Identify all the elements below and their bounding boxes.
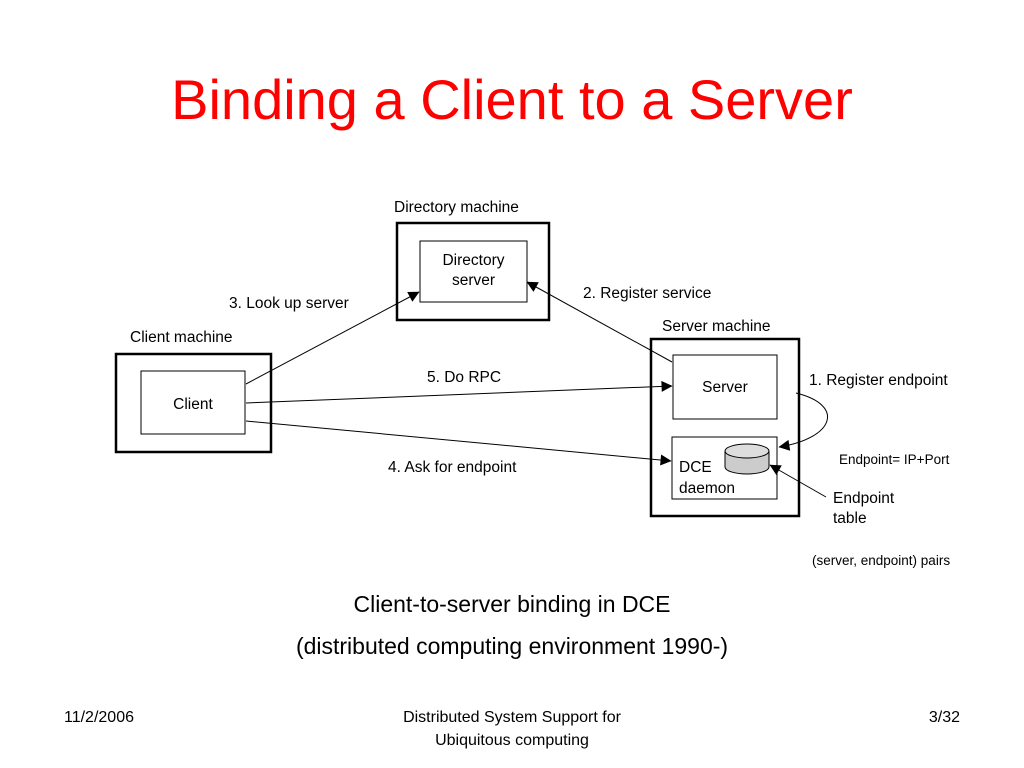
server-machine-label: Server machine	[662, 318, 771, 335]
caption-line1: Client-to-server binding in DCE	[353, 591, 671, 617]
pairs-note: (server, endpoint) pairs	[812, 553, 951, 568]
arrow-ask-for-endpoint	[245, 420, 672, 466]
arrow-register-service	[526, 281, 673, 363]
client-label: Client	[173, 396, 213, 413]
arrow-look-up-server	[245, 291, 420, 385]
step-register-service: 2. Register service	[583, 285, 712, 302]
step-ask-for-endpoint: 4. Ask for endpoint	[388, 459, 517, 476]
directory-server-box	[419, 240, 528, 303]
directory-server-label-line2: server	[451, 272, 496, 289]
server-label: Server	[702, 379, 748, 396]
directory-machine-label: Directory machine	[394, 199, 519, 216]
arrow-endpoint-table	[769, 464, 827, 498]
server-machine-frame	[649, 337, 801, 518]
slide-title: Binding a Client to a Server	[171, 68, 853, 131]
dce-label-line1: DCE	[679, 459, 712, 476]
client-machine-label: Client machine	[130, 329, 233, 346]
endpoint-table-label-line1: Endpoint	[833, 490, 895, 507]
endpoint-table-cylinder	[724, 443, 770, 475]
step-register-endpoint: 1. Register endpoint	[809, 372, 948, 389]
step-look-up-server: 3. Look up server	[229, 295, 349, 312]
client-machine-frame	[114, 352, 273, 454]
footer-date: 11/2/2006	[64, 709, 134, 726]
server-box	[672, 354, 778, 420]
directory-server-label-line1: Directory	[442, 252, 505, 269]
endpoint-note: Endpoint= IP+Port	[839, 452, 950, 467]
footer-course-line2: Ubiquitous computing	[435, 732, 589, 749]
caption-line2: (distributed computing environment 1990-…	[295, 633, 729, 659]
arrow-register-endpoint	[778, 392, 828, 451]
step-do-rpc: 5. Do RPC	[427, 369, 502, 386]
endpoint-table-label-line2: table	[833, 510, 867, 527]
dce-label-line2: daemon	[679, 480, 736, 497]
arrow-do-rpc	[245, 380, 673, 404]
client-box	[140, 370, 246, 435]
directory-machine-frame	[395, 221, 551, 322]
footer-page-number: 3/32	[928, 709, 960, 726]
footer-course-line1: Distributed System Support for	[403, 709, 621, 726]
